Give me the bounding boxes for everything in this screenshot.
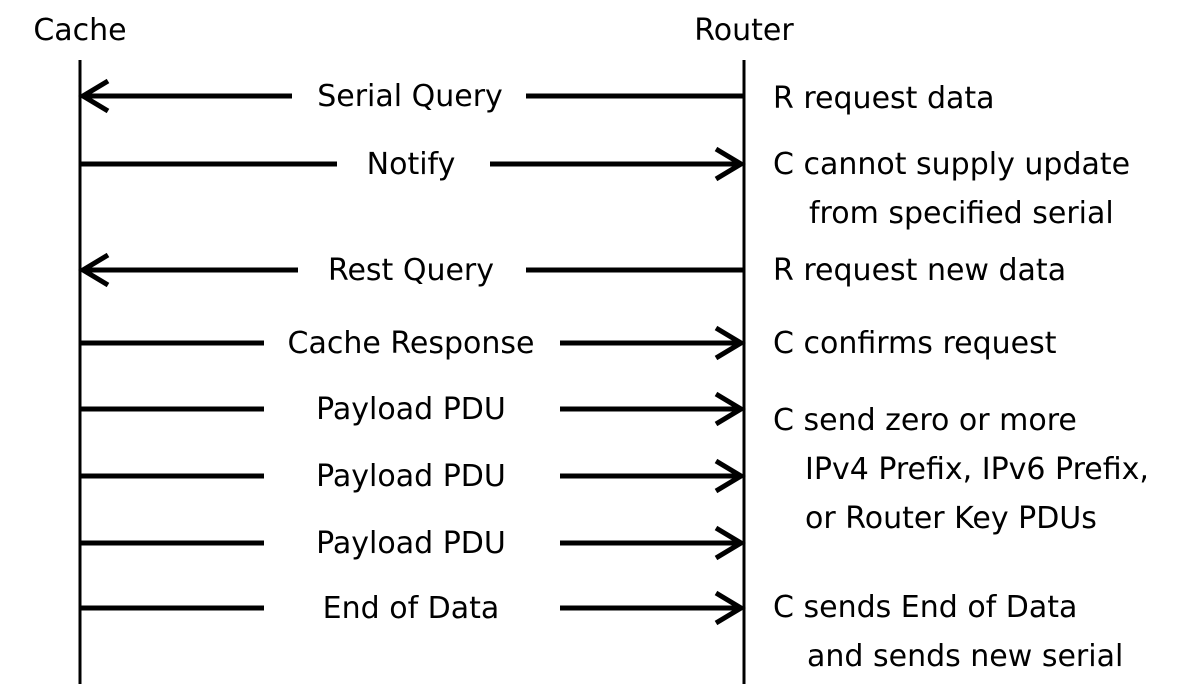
message-5: Payload PDU: [80, 391, 746, 427]
message-label: Cache Response: [288, 326, 535, 361]
note-3: R request new data: [773, 253, 1066, 288]
note-line: or Router Key PDUs: [805, 501, 1097, 536]
message-label: Payload PDU: [316, 526, 506, 561]
arrowhead-left-icon: [78, 252, 110, 288]
message-8: End of Data: [80, 590, 746, 626]
participant-cache-label: Cache: [33, 13, 126, 48]
message-7: Payload PDU: [80, 525, 746, 561]
note-2: C cannot supply update from specified ser…: [773, 147, 1130, 231]
message-3: Rest Query: [78, 252, 744, 288]
message-label: Rest Query: [328, 253, 494, 288]
note-line: R request new data: [773, 253, 1066, 288]
note-1: R request data: [773, 81, 995, 116]
note-6: C sends End of Data and sends new serial: [773, 590, 1123, 674]
arrowhead-right-icon: [714, 458, 746, 494]
note-line: R request data: [773, 81, 995, 116]
notes: R request data C cannot supply update from…: [773, 81, 1149, 674]
message-1: Serial Query: [78, 78, 744, 114]
message-label: Serial Query: [317, 79, 503, 114]
participant-router-label: Router: [694, 13, 794, 48]
note-line: C sends End of Data: [773, 590, 1077, 625]
message-label: Payload PDU: [316, 392, 506, 427]
arrowhead-right-icon: [714, 525, 746, 561]
note-line: and sends new serial: [807, 639, 1123, 674]
message-label: Payload PDU: [316, 459, 506, 494]
note-line: C confirms request: [773, 326, 1057, 361]
message-6: Payload PDU: [80, 458, 746, 494]
arrowhead-right-icon: [714, 146, 746, 182]
note-line: C send zero or more: [773, 403, 1077, 438]
message-label: Notify: [367, 147, 456, 182]
arrowhead-right-icon: [714, 391, 746, 427]
message-4: Cache Response: [80, 325, 746, 361]
note-line: C cannot supply update: [773, 147, 1130, 182]
arrowhead-right-icon: [714, 325, 746, 361]
message-2: Notify: [80, 146, 746, 182]
arrowhead-right-icon: [714, 590, 746, 626]
message-label: End of Data: [323, 591, 500, 626]
note-line: IPv4 Prefix, IPv6 Prefix,: [805, 452, 1149, 487]
note-line: from specified serial: [809, 196, 1114, 231]
arrowhead-left-icon: [78, 78, 110, 114]
note-4: C confirms request: [773, 326, 1057, 361]
